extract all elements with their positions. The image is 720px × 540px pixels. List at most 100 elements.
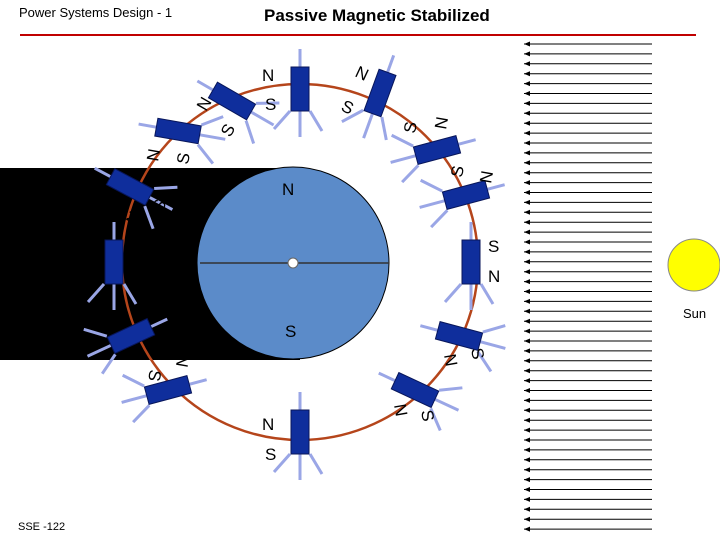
pole-label-n: N xyxy=(143,147,164,162)
sun-ray-arrowhead xyxy=(524,427,530,433)
sun-label: Sun xyxy=(683,306,706,321)
satellite-antenna xyxy=(308,453,324,475)
sun-ray-arrowhead xyxy=(524,120,530,126)
pole-label-n: N xyxy=(488,267,500,286)
pole-label-s: S xyxy=(467,346,488,360)
sun-ray-arrowhead xyxy=(524,388,530,393)
sun-ray-arrowhead xyxy=(524,190,530,195)
sun-ray-arrowhead xyxy=(524,100,530,106)
sun-ray-arrowhead xyxy=(524,249,530,255)
pole-label-n: N xyxy=(136,267,148,286)
satellite-antenna xyxy=(86,343,112,358)
sun-ray-arrowhead xyxy=(524,81,530,87)
satellite-magnet-body xyxy=(390,371,440,409)
sun-ray-arrowhead xyxy=(524,180,530,186)
sun-ray-arrowhead xyxy=(524,487,530,492)
pole-label-s: S xyxy=(136,237,147,256)
satellite-antenna xyxy=(419,324,439,332)
sun xyxy=(667,238,720,292)
satellite-antenna xyxy=(380,116,388,141)
satellite-antenna xyxy=(83,327,108,338)
satellite xyxy=(138,115,226,165)
satellite-antenna xyxy=(143,205,155,230)
pole-label-n: N xyxy=(352,62,371,84)
satellite-antenna xyxy=(196,79,214,92)
sun-ray-arrowhead xyxy=(524,91,530,96)
satellite-antenna xyxy=(272,110,292,130)
satellite xyxy=(390,133,477,184)
satellite xyxy=(83,317,168,375)
pole-label-n: N xyxy=(282,180,294,199)
satellite-antenna xyxy=(121,394,148,404)
sun-ray-arrowhead xyxy=(524,269,530,275)
pole-label-n: N xyxy=(172,353,193,368)
sun-ray-arrowhead xyxy=(524,338,530,344)
satellite-antenna xyxy=(362,113,374,139)
satellite-antenna xyxy=(154,185,178,190)
pole-label-s: S xyxy=(173,151,194,165)
sun-ray-arrowhead xyxy=(524,298,530,304)
satellites xyxy=(83,49,506,480)
satellite-magnet-body xyxy=(412,135,462,165)
satellite-antenna xyxy=(401,164,420,184)
satellite-antenna xyxy=(479,283,495,305)
satellite-antenna xyxy=(150,317,168,329)
satellite-magnet-body xyxy=(154,117,202,145)
satellite xyxy=(121,373,208,424)
earth-center xyxy=(287,257,299,269)
satellite-antenna xyxy=(486,183,506,191)
satellite-magnet-body xyxy=(290,409,310,455)
sun-ray-arrowhead xyxy=(524,358,530,364)
sun-ray-arrowhead xyxy=(524,496,530,502)
pole-label-s: S xyxy=(265,445,276,464)
satellite-antenna xyxy=(476,350,493,373)
satellite-magnet-body xyxy=(104,239,124,285)
sun-ray-arrowhead xyxy=(524,328,530,334)
satellite-antenna xyxy=(132,404,151,424)
satellite xyxy=(443,222,495,310)
satellite-magnet-body xyxy=(441,180,491,210)
sun-ray-arrowhead xyxy=(524,160,530,166)
sun-ray-arrowhead xyxy=(524,51,530,57)
sun-ray-arrowhead xyxy=(524,516,530,522)
pole-label-s: S xyxy=(447,164,468,178)
satellite-magnet-body xyxy=(143,375,193,405)
satellite-magnet-body xyxy=(434,321,484,351)
pole-label-n: N xyxy=(431,115,452,130)
sun-ray-arrowhead xyxy=(524,259,530,265)
satellite-magnet-body xyxy=(290,66,310,112)
satellite-antenna xyxy=(341,108,364,124)
sun-ray-arrowhead xyxy=(524,140,530,146)
pole-label-s: S xyxy=(417,408,438,422)
sun-ray-arrowhead xyxy=(524,437,530,443)
sun-ray-arrowhead xyxy=(524,348,530,354)
pole-label-n: N xyxy=(262,66,274,85)
satellite-magnet-body xyxy=(207,81,257,121)
pole-label-n: N xyxy=(262,415,274,434)
pole-labels: N S N S N S S N N S S N N N S S N S N S … xyxy=(122,62,500,464)
sun-ray-arrowhead xyxy=(524,279,530,285)
satellite xyxy=(93,166,178,230)
sun-ray-arrowhead xyxy=(524,417,530,423)
satellite-antenna xyxy=(434,397,460,412)
satellite-antenna xyxy=(250,110,275,127)
satellite-antenna xyxy=(430,209,449,229)
satellite-antenna xyxy=(188,378,208,386)
satellite-antenna xyxy=(100,353,117,375)
satellite-antenna xyxy=(378,371,396,383)
satellite xyxy=(341,54,397,141)
sun-ray-arrowhead xyxy=(524,467,530,473)
satellite-antenna xyxy=(479,340,506,350)
satellite-antenna xyxy=(244,120,256,144)
satellite-antenna xyxy=(429,407,442,432)
satellite-antenna xyxy=(308,110,324,132)
satellite-antenna xyxy=(148,196,174,211)
sun-ray-arrowhead xyxy=(524,378,530,384)
satellite-magnet-body xyxy=(106,317,156,355)
satellite-antenna xyxy=(390,154,417,164)
satellite-antenna xyxy=(122,283,138,305)
sun-ray-arrowhead xyxy=(524,477,530,483)
sun-ray-arrowhead xyxy=(524,318,530,324)
satellite xyxy=(272,392,324,480)
